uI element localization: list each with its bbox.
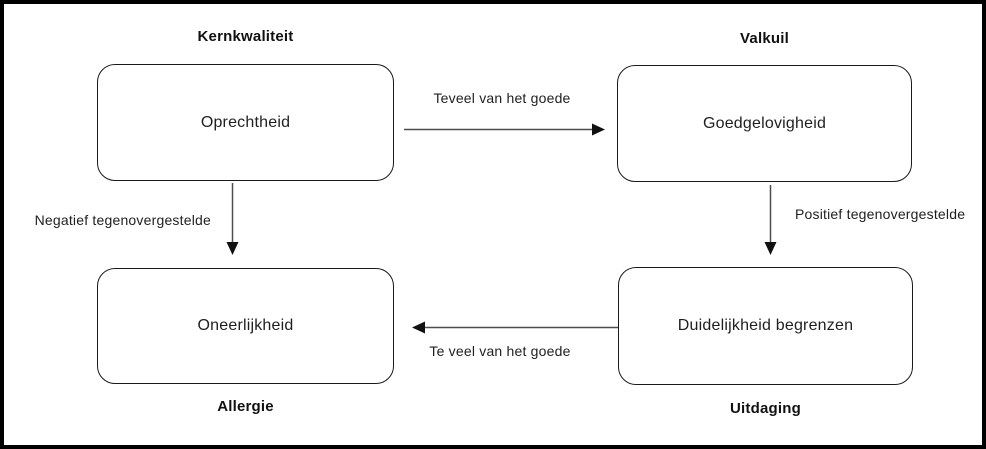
arrow-valkuil-to-uitdaging	[764, 185, 777, 255]
arrow-kernkwaliteit-to-allergie	[226, 183, 239, 255]
arrow-uitdaging-to-allergie	[412, 321, 618, 334]
node-kernkwaliteit: Oprechtheid	[97, 64, 394, 181]
edge-label-teveel-van-het-goede: Teveel van het goede	[433, 90, 571, 106]
heading-kernkwaliteit: Kernkwaliteit	[197, 28, 294, 45]
arrow-kernkwaliteit-to-valkuil	[404, 123, 605, 136]
edge-label-negatief-tegenovergestelde: Negatief tegenovergestelde	[34, 212, 211, 228]
node-valkuil: Goedgelovigheid	[617, 65, 912, 182]
node-uitdaging-label: Duidelijkheid begrenzen	[677, 317, 854, 334]
heading-uitdaging: Uitdaging	[730, 400, 801, 417]
node-allergie: Oneerlijkheid	[97, 268, 394, 384]
node-uitdaging: Duidelijkheid begrenzen	[618, 267, 913, 385]
heading-valkuil: Valkuil	[740, 30, 789, 47]
node-valkuil-label: Goedgelovigheid	[702, 114, 827, 132]
node-kernkwaliteit-label: Oprechtheid	[200, 113, 291, 131]
edge-label-positief-tegenovergestelde: Positief tegenovergestelde	[795, 206, 966, 222]
heading-allergie: Allergie	[217, 398, 274, 415]
edge-label-te-veel-van-het-goede: Te veel van het goede	[429, 343, 571, 359]
node-allergie-label: Oneerlijkheid	[197, 317, 294, 334]
